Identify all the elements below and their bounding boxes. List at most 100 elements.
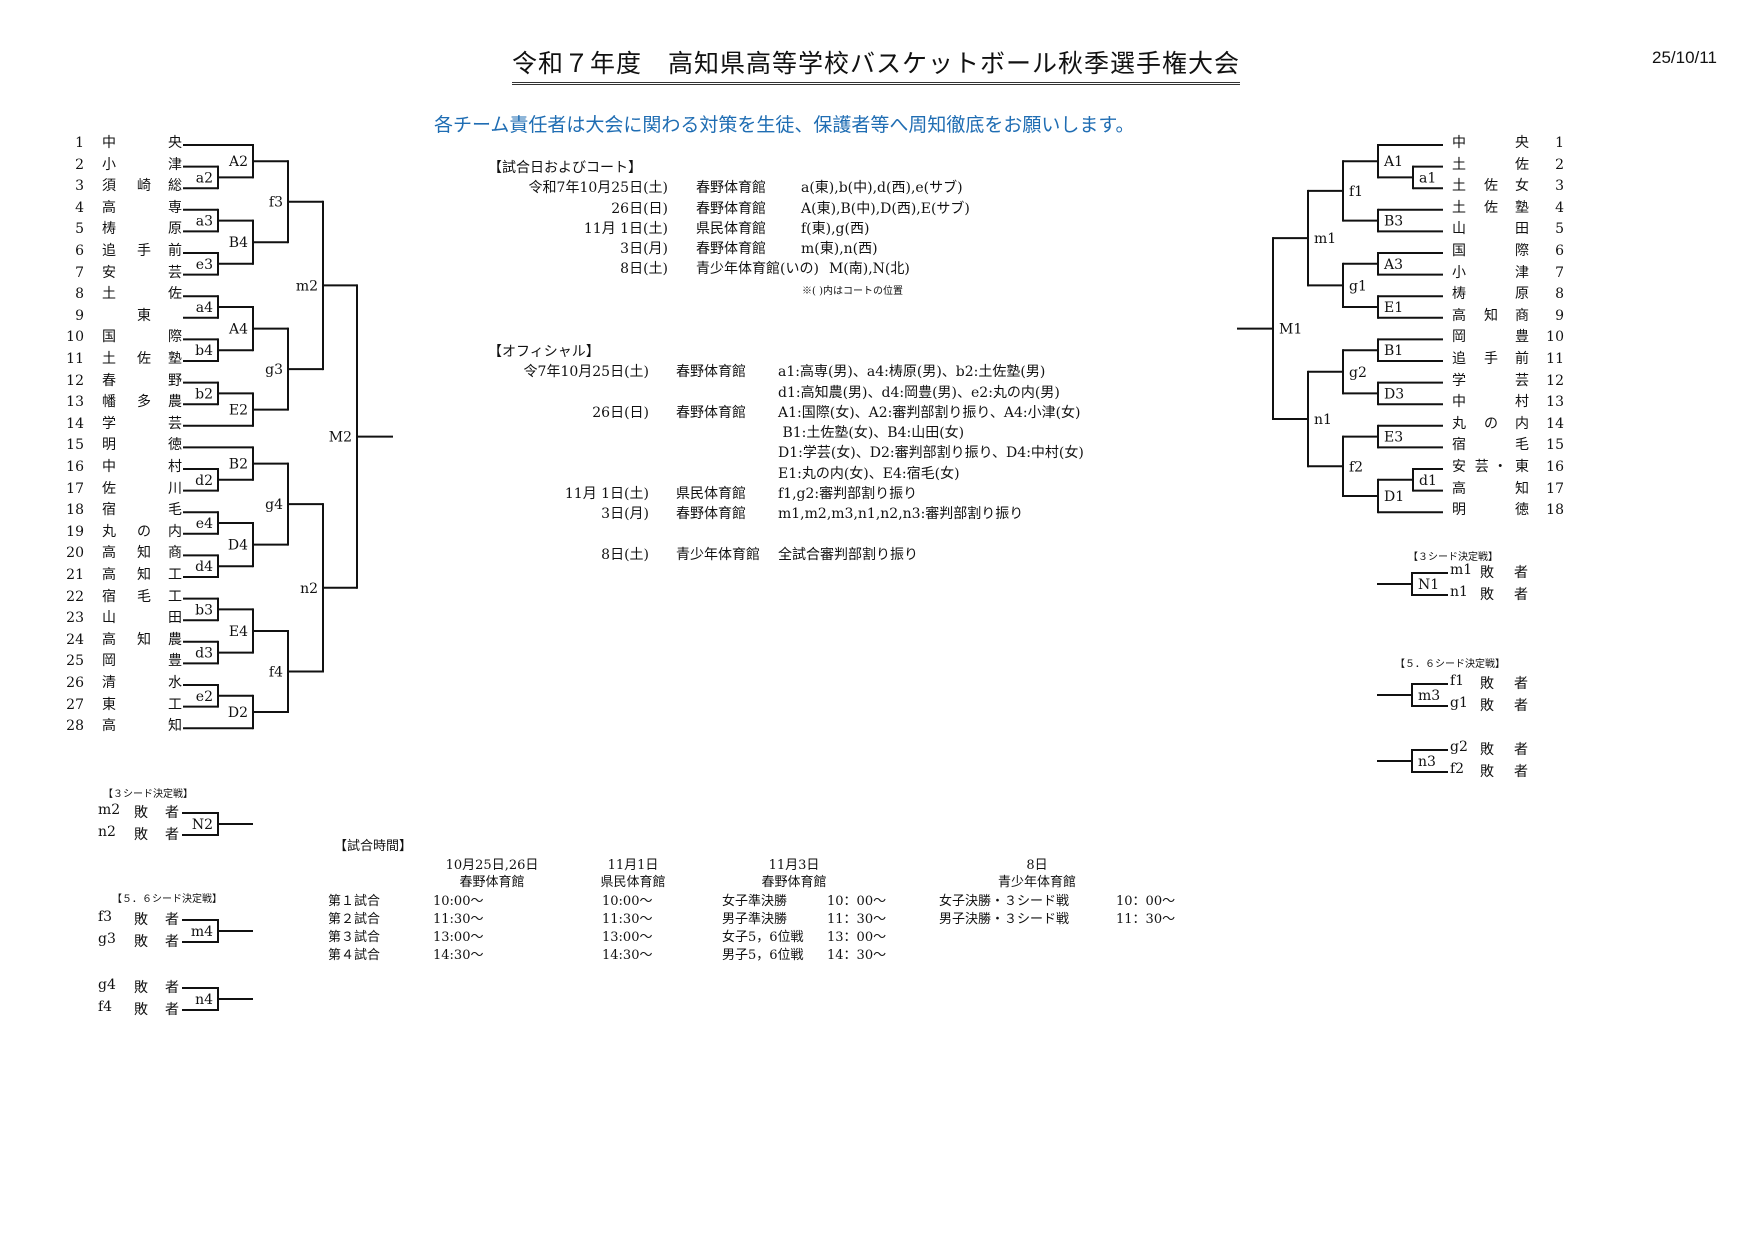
team-name-char: 中 [1452,394,1466,411]
officials-venue: 青少年体育館 [676,546,760,563]
match-time: 10:00～ [602,894,653,909]
team-number: 16 [1546,459,1564,475]
team-number: 21 [66,567,84,583]
team-name-char: 女 [1515,178,1529,195]
team-name-char: 春 [102,372,116,389]
schedule-venue: 春野体育館 [696,200,766,217]
team-name-char: 内 [168,523,182,540]
match-label-M2: M2 [329,430,352,446]
loser-label-char: 敗 [1480,565,1494,581]
officials-date: 3日(月) [601,506,649,523]
match-label-d3: d3 [195,646,213,662]
team-name-char: 土 [102,286,116,303]
team-name-char: 前 [168,243,182,259]
match-time-label: 女子5，6位戦 [722,930,804,945]
match-label-D3: D3 [1384,386,1404,402]
match-times-column-venue: 春野体育館 [761,875,827,890]
team-number: 16 [66,459,84,475]
loser-code: f1 [1450,673,1465,689]
match-label-g1: g1 [1349,278,1367,294]
team-name-char: 東 [1515,459,1529,475]
consolation-heading: 【５．６シード決定戦】 [1395,659,1505,670]
match-time-label: 男子5，6位戦 [722,948,804,963]
schedule-courts: A(東),B(中),D(西),E(サブ) [801,200,970,217]
loser-label-char: 者 [165,980,179,996]
team-name-char: 多 [137,394,151,411]
loser-code: f4 [98,999,113,1015]
team-name-char: 豊 [1515,329,1529,346]
match-time: 14:30～ [433,948,484,963]
match-label-a4: a4 [196,300,213,316]
team-number: 10 [66,329,84,346]
loser-label-char: 者 [165,827,179,843]
team-name-char: 中 [1452,135,1466,151]
team-name-char: 幡 [102,394,116,411]
match-time: 11:30～ [602,912,653,927]
team-name-char: 知 [1484,307,1498,324]
team-name-char: 知 [1515,480,1529,497]
loser-label-char: 敗 [134,1002,148,1018]
team-name-char: 佐 [1484,178,1498,195]
page-title: 令和７年度 高知県高等学校バスケットボール秋季選手権大会 [512,44,1241,85]
team-name-char: 佐 [1515,156,1529,173]
team-name-char: 知 [168,718,182,735]
team-name-char: 高 [102,631,116,648]
team-number: 18 [66,502,84,519]
schedule-courts: a(東),b(中),d(西),e(サブ) [801,180,963,197]
team-number: 9 [1555,307,1564,324]
loser-label-char: 者 [1514,698,1528,714]
team-name-char: 中 [102,135,116,151]
match-label-A4: A4 [228,322,248,338]
match-time: 11：30～ [827,912,887,927]
team-number: 3 [75,178,84,195]
schedule-date: 令和7年10月25日(土) [528,180,668,197]
team-number: 27 [66,696,84,713]
team-name-char: 高 [102,545,116,562]
match-label-n1: n1 [1314,412,1332,428]
loser-label-char: 者 [165,1002,179,1018]
team-name-char: 央 [1515,135,1529,151]
team-number: 13 [66,394,84,411]
team-name-char: 農 [168,394,182,411]
match-time: 10：00～ [1116,894,1176,909]
team-name-char: の [1484,415,1498,432]
team-name-char: 水 [168,675,182,691]
court-schedule-row: 8日(土)青少年体育館(いの)M(南),N(北) [488,259,970,279]
loser-label-char: 者 [165,934,179,950]
match-label-B4: B4 [229,235,248,251]
match-label-f3: f3 [269,195,283,211]
match-label-f1: f1 [1349,184,1363,200]
team-name-char: 徳 [1515,502,1529,519]
team-name-char: 工 [168,567,182,583]
team-name-char: 手 [137,243,151,259]
schedule-venue: 青少年体育館(いの) [696,261,819,278]
officials-details: a1:高専(男)、a4:梼原(男)、b2:土佐塾(男)d1:高知農(男)、d4:… [778,362,1060,403]
match-time: 10:00～ [433,894,484,909]
consolation-heading: 【３シード決定戦】 [1408,552,1498,563]
team-name-char: 佐 [137,351,151,367]
team-name-char: 高 [102,199,116,216]
team-number: 25 [66,653,84,670]
team-number: 13 [1546,394,1564,411]
match-time: 10：00～ [827,894,887,909]
loser-label-char: 者 [1514,764,1528,780]
team-number: 26 [66,675,84,691]
team-name-char: 原 [168,221,182,238]
schedule-date: 3日(月) [620,241,668,258]
schedule-courts: f(東),g(西) [801,220,870,237]
match-label-D1: D1 [1384,489,1404,505]
